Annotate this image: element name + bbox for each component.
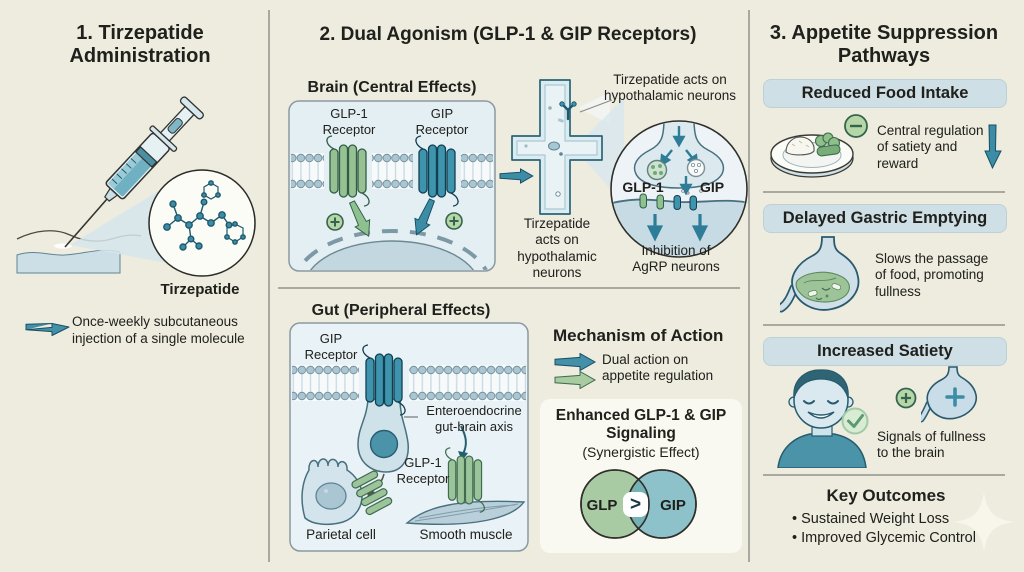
plus-icon bbox=[895, 387, 917, 409]
section-header-delayed-gastric-emptying: Delayed Gastric Emptying bbox=[763, 204, 1007, 233]
down-arrow-icon bbox=[984, 124, 1002, 170]
synapse-illustration bbox=[610, 120, 748, 258]
gut-section-heading: Gut (Peripheral Effects) bbox=[311, 302, 491, 319]
dual-action-note: Dual action on appetite regulation bbox=[602, 352, 714, 384]
key-outcomes-heading: Key Outcomes bbox=[826, 486, 946, 505]
syringe-injection-illustration bbox=[16, 96, 256, 277]
panel1-title: 1. Tirzepatide Administration bbox=[69, 22, 211, 68]
molecule-icon bbox=[163, 180, 246, 251]
inhibition-note: Inhibition of AgRP neurons bbox=[632, 243, 720, 275]
greater-than-badge: > bbox=[623, 492, 648, 517]
brain-cell-illustration bbox=[288, 100, 496, 272]
stomach-fullness-icon bbox=[921, 366, 978, 423]
gut-gip-receptor-label: GIP Receptor bbox=[304, 331, 358, 362]
venn-gip-label: GIP bbox=[660, 497, 686, 514]
gut-cells-illustration bbox=[289, 322, 529, 552]
smooth-muscle-label: Smooth muscle bbox=[419, 527, 513, 542]
check-icon bbox=[841, 407, 869, 435]
plus-icon bbox=[326, 212, 463, 231]
molecule-label: Tirzepatide bbox=[160, 281, 240, 298]
nucleus bbox=[291, 229, 493, 270]
acts-on-neurons-note-left: Tirzepatide acts on hypothalamic neurons bbox=[517, 216, 597, 281]
neuron-receptor-icon bbox=[559, 101, 577, 121]
sparkle-icon bbox=[954, 492, 1014, 552]
reduced-intake-text: Central regulation of satiety and reward bbox=[877, 123, 984, 171]
enteroendocrine-label: Enteroendocrine gut-brain axis bbox=[426, 403, 522, 434]
acts-on-neurons-note-top: Tirzepatide acts on hypothalamic neurons bbox=[603, 72, 737, 104]
section-divider-3 bbox=[763, 474, 1005, 476]
panel-divider-left bbox=[268, 10, 270, 562]
section-divider-2 bbox=[763, 324, 1005, 326]
synapse-glp1-label: GLP-1 bbox=[622, 179, 664, 195]
outcome-item-glycemic-control: • Improved Glycemic Control bbox=[792, 530, 976, 546]
satiety-text: Signals of fullness to the brain bbox=[877, 429, 986, 461]
minus-icon bbox=[844, 114, 868, 138]
mechanism-heading: Mechanism of Action bbox=[553, 326, 724, 345]
synapse-gip-label: GIP bbox=[699, 179, 725, 195]
stomach-illustration bbox=[780, 236, 860, 313]
synapse-receptor-pills bbox=[639, 193, 697, 211]
panel-divider-right bbox=[748, 10, 750, 562]
panel2-title: 2. Dual Agonism (GLP-1 & GIP Receptors) bbox=[319, 24, 697, 45]
section-divider-1 bbox=[763, 191, 1005, 193]
administration-note: Once-weekly subcutaneous injection of a … bbox=[72, 314, 245, 346]
parietal-glp1-receptor-icon bbox=[351, 470, 393, 516]
brain-gip-receptor-label: GIP Receptor bbox=[415, 106, 469, 137]
middle-panel-divider bbox=[278, 287, 740, 289]
section-header-reduced-food-intake: Reduced Food Intake bbox=[763, 79, 1007, 108]
section-header-increased-satiety: Increased Satiety bbox=[763, 337, 1007, 366]
brain-section-heading: Brain (Central Effects) bbox=[307, 79, 477, 96]
venn-glp-label: GLP bbox=[586, 497, 618, 514]
delayed-emptying-text: Slows the passage of food, promoting ful… bbox=[875, 251, 989, 299]
outcome-item-weight-loss: • Sustained Weight Loss bbox=[792, 511, 950, 527]
gut-glp1-receptor-label: GLP-1 Receptor bbox=[396, 455, 450, 486]
food-plate-illustration bbox=[770, 114, 868, 178]
satisfied-person-illustration bbox=[777, 369, 869, 468]
hair bbox=[793, 369, 849, 399]
rice-icon bbox=[785, 136, 815, 156]
dual-action-arrows-icon bbox=[554, 353, 596, 389]
brain-glp1-receptor-label: GLP-1 Receptor bbox=[322, 106, 376, 137]
enhanced-signaling-title: Enhanced GLP-1 & GIP Signaling bbox=[555, 407, 727, 442]
parietal-cell-label: Parietal cell bbox=[306, 527, 376, 542]
syringe-icon bbox=[104, 96, 204, 202]
panel3-title: 3. Appetite Suppression Pathways bbox=[769, 22, 999, 68]
synergistic-subtitle: (Synergistic Effect) bbox=[582, 444, 700, 460]
vegetables-icon bbox=[814, 132, 841, 157]
right-arrow-icon bbox=[25, 323, 70, 336]
